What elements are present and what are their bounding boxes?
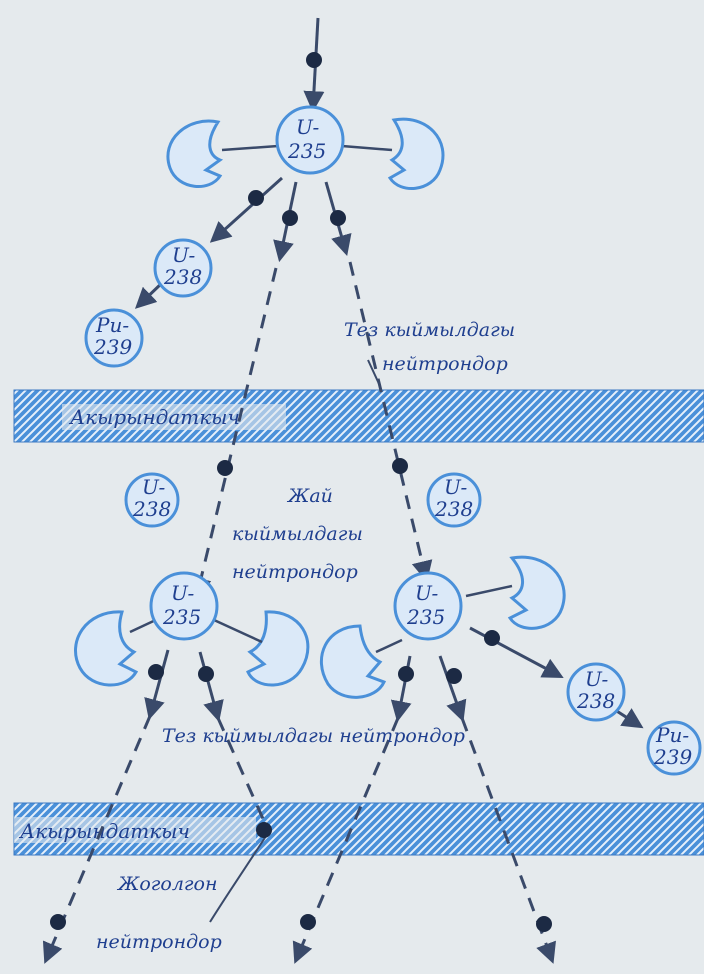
slow-neutrons-line2: кыймылдагы bbox=[232, 523, 363, 545]
u238-bottom-label-b: 238 bbox=[576, 689, 615, 713]
u235-top-circle bbox=[275, 105, 345, 175]
neutron-8 bbox=[484, 630, 500, 646]
neutron-3 bbox=[330, 210, 346, 226]
nucleus-labels: U- 235 U- 238 Pu- 239 U- 238 U- 238 U- 2… bbox=[93, 115, 692, 769]
pu239-top-circle bbox=[84, 308, 144, 368]
annotations: Тез кыймылдагы нейтрондор Жай кыймылдагы… bbox=[96, 319, 515, 953]
u238-bottom-circle bbox=[566, 662, 626, 722]
u235-left-label-b: 235 bbox=[162, 605, 201, 629]
moderator-label-top: Акырындаткыч bbox=[68, 405, 240, 429]
neutron-10 bbox=[300, 914, 316, 930]
neutron-5 bbox=[198, 666, 214, 682]
pu239-bottom-label-a: Pu- bbox=[655, 723, 689, 747]
fragment-connectors bbox=[129, 144, 513, 654]
u235-right-label-b: 235 bbox=[406, 605, 445, 629]
u235-left-label-a: U- bbox=[171, 581, 195, 605]
fast-neutrons-top-line1: Тез кыймылдагы bbox=[344, 319, 515, 341]
neutron-lost bbox=[256, 822, 272, 838]
slow-neutrons-line1: Жай bbox=[286, 485, 333, 507]
neutrons bbox=[50, 52, 552, 932]
u235-top-label-a: U- bbox=[296, 115, 320, 139]
u235-right-circle bbox=[393, 571, 463, 641]
u238-mid-right-label-a: U- bbox=[444, 475, 468, 499]
lost-neutrons-line2: нейтрондор bbox=[96, 931, 222, 953]
neutron-11 bbox=[536, 916, 552, 932]
nuclei bbox=[84, 105, 702, 776]
u238-top-label-b: 238 bbox=[163, 265, 202, 289]
neutron-incoming bbox=[306, 52, 322, 68]
u238-mid-left-circle bbox=[124, 472, 180, 528]
neutron-2 bbox=[282, 210, 298, 226]
u235-right-label-a: U- bbox=[415, 581, 439, 605]
neutron-slow-right bbox=[392, 458, 408, 474]
pu239-bottom-label-b: 239 bbox=[653, 745, 692, 769]
neutron-slow-left bbox=[217, 460, 233, 476]
neutron-4 bbox=[148, 664, 164, 680]
neutron-6 bbox=[398, 666, 414, 682]
moderator-band-bottom: Акырындаткыч bbox=[13, 802, 704, 856]
pu239-bottom-circle bbox=[646, 720, 702, 776]
u238-mid-right-circle bbox=[426, 472, 482, 528]
u235-left-circle bbox=[149, 571, 219, 641]
fission-fragments bbox=[74, 117, 566, 699]
fast-neutrons-mid: Тез кыймылдагы нейтрондор bbox=[162, 725, 465, 747]
slow-neutrons-line3: нейтрондор bbox=[232, 561, 358, 583]
moderator-band-top: Акырындаткыч bbox=[13, 389, 704, 443]
pu239-top-label-b: 239 bbox=[93, 335, 132, 359]
neutron-9 bbox=[50, 914, 66, 930]
u238-top-circle bbox=[153, 238, 213, 298]
moderator-label-bottom: Акырындаткыч bbox=[18, 819, 190, 843]
u238-bottom-label-a: U- bbox=[585, 667, 609, 691]
u238-top-label-a: U- bbox=[172, 243, 196, 267]
lost-neutrons-line1: Жоголгон bbox=[116, 873, 217, 895]
neutron-7 bbox=[446, 668, 462, 684]
fast-neutrons-top-line2: нейтрондор bbox=[382, 353, 508, 375]
u235-top-label-b: 235 bbox=[287, 139, 326, 163]
u238-mid-right-label-b: 238 bbox=[434, 497, 473, 521]
u238-mid-left-label-a: U- bbox=[142, 475, 166, 499]
neutron-1 bbox=[248, 190, 264, 206]
u238-mid-left-label-b: 238 bbox=[132, 497, 171, 521]
pu239-top-label-a: Pu- bbox=[95, 313, 129, 337]
